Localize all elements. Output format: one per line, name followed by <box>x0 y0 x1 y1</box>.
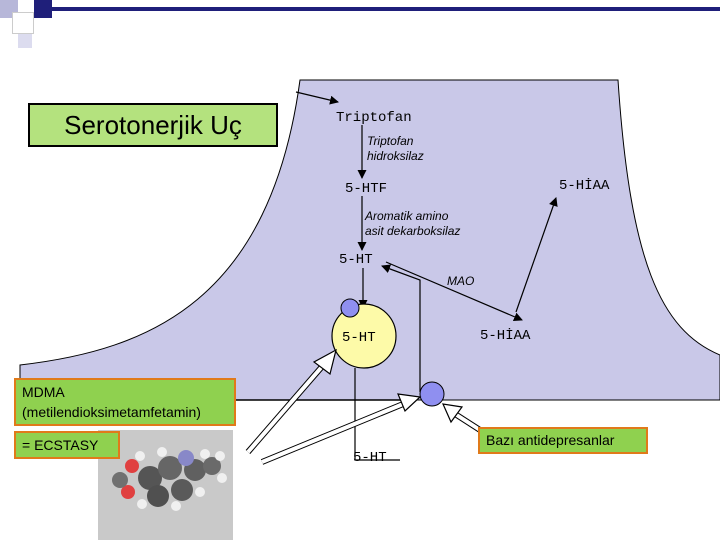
ecstasy-label-box: = ECSTASY <box>14 431 120 459</box>
label-5ht-cytosol: 5-HT <box>339 252 373 268</box>
label-tryptophan-hydroxylase: Triptofan hidroksilaz <box>367 134 424 163</box>
label-5ht-synaptic: 5-HT <box>353 450 387 466</box>
label-aadc: Aromatik amino asit dekarboksilaz <box>365 209 461 238</box>
arrow-mao <box>385 261 523 322</box>
label-5htf: 5-HTF <box>345 181 388 197</box>
label-5hiaa-lower: 5-HİAA <box>480 328 531 344</box>
header-rule <box>52 7 720 11</box>
arrow-hiaa-exit <box>515 197 558 313</box>
corner-square-navy <box>34 0 52 18</box>
vesicle-transporter <box>340 298 360 318</box>
mdma-title: MDMA <box>22 384 65 400</box>
mdma-label-box: MDMA (metilendioksimetamfetamin) <box>14 378 236 426</box>
label-5ht-vesicle: 5-HT <box>342 330 376 346</box>
tryptophan-uptake-arrow <box>295 91 339 105</box>
antidepressants-box: Bazı antidepresanlar <box>478 427 648 454</box>
label-5hiaa-top: 5-HİAA <box>559 178 610 194</box>
reuptake-path <box>381 264 421 392</box>
corner-square-white <box>12 12 34 34</box>
release-path <box>354 368 400 461</box>
ecstasy-label: = ECSTASY <box>22 437 99 453</box>
page-title: Serotonerjik Uç <box>28 103 278 147</box>
mdma-full-name: (metilendioksimetamfetamin) <box>22 404 201 420</box>
antidepressants-label: Bazı antidepresanlar <box>486 432 615 448</box>
label-mao: MAO <box>447 274 475 288</box>
mdma-molecule-model <box>112 447 227 511</box>
reuptake-transporter <box>419 381 445 407</box>
label-tryptophan: Triptofan <box>336 110 412 126</box>
synaptic-vesicle <box>331 303 397 369</box>
axon-terminal <box>19 79 720 401</box>
corner-square-pale <box>18 34 32 48</box>
